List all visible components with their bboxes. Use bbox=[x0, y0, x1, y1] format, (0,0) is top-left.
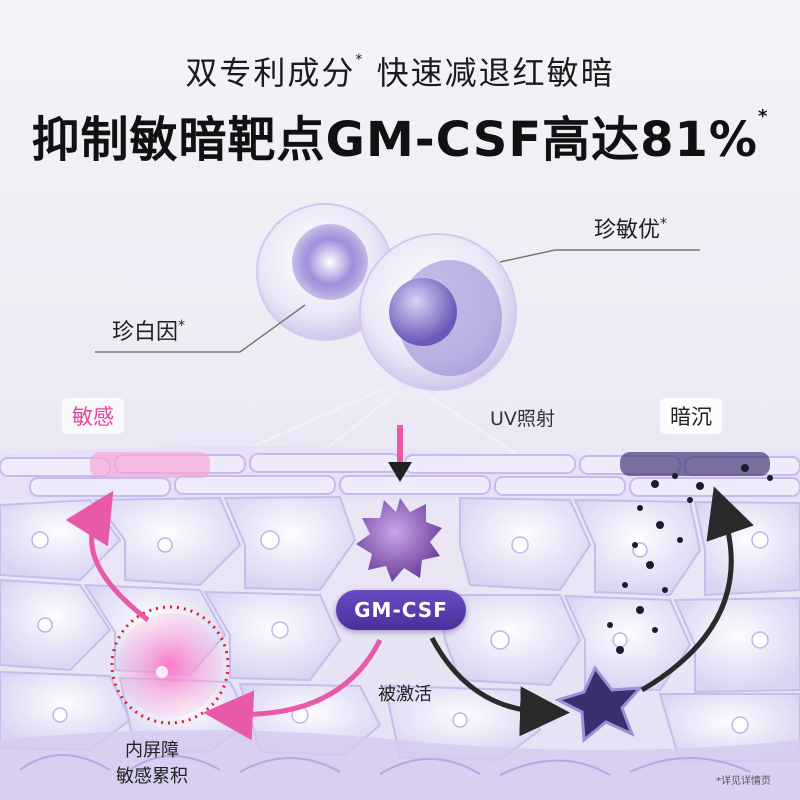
headline-sub-part-a: 双专利成分 bbox=[185, 54, 356, 92]
headline-sub-asterisk: * bbox=[355, 52, 365, 68]
headline-subtitle: 双专利成分* 快速减退红敏暗 bbox=[0, 48, 800, 94]
gm-csf-badge: GM-CSF bbox=[336, 590, 466, 630]
ingredient-right-name: 珍敏优 bbox=[594, 218, 661, 243]
barrier-label-line2: 敏感累积 bbox=[116, 766, 188, 787]
barrier-label-line1: 内屏障 bbox=[125, 740, 179, 761]
headline-sub-part-b: 快速减退红敏暗 bbox=[364, 54, 615, 92]
sensitive-tag: 敏感 bbox=[62, 398, 124, 434]
headline-main-asterisk: * bbox=[758, 106, 769, 127]
ingredient-callout-right: 珍敏优* bbox=[594, 212, 667, 244]
ingredient-left-name: 珍白因 bbox=[112, 320, 179, 345]
footnote: *详见详情页 bbox=[716, 776, 771, 787]
activated-label: 被激活 bbox=[378, 684, 432, 705]
headline-main-text: 抑制敏暗靶点GM-CSF高达81% bbox=[31, 112, 759, 168]
uv-exposure-label: UV照射 bbox=[490, 408, 555, 430]
headline-main: 抑制敏暗靶点GM-CSF高达81%* bbox=[0, 100, 800, 170]
barrier-label: 内屏障 敏感累积 bbox=[92, 738, 212, 790]
ingredient-callout-left: 珍白因* bbox=[112, 314, 185, 346]
ingredient-right-asterisk: * bbox=[660, 216, 668, 232]
dullness-tag: 暗沉 bbox=[660, 398, 722, 434]
ingredient-left-asterisk: * bbox=[178, 318, 186, 334]
